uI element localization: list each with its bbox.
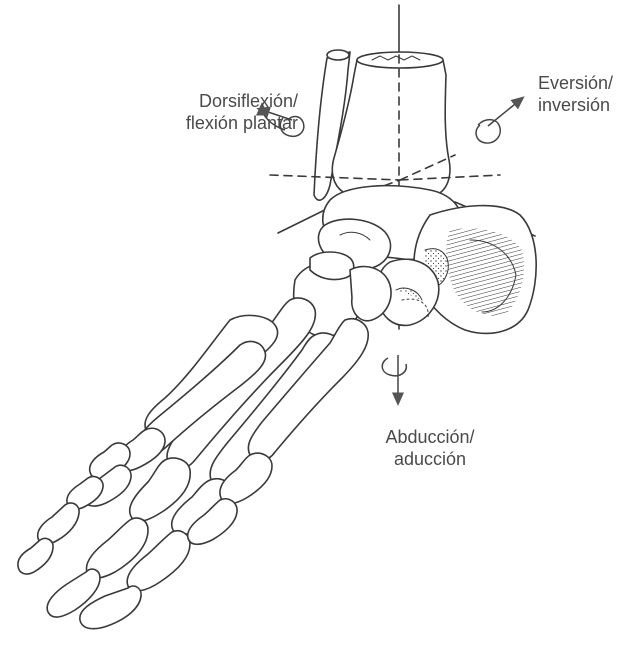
dorsiflexion-label: Dorsiflexión/ flexión plantar	[118, 90, 298, 134]
eversion-label-line1: Eversión/	[538, 72, 631, 94]
abduction-label-line2: aducción	[350, 448, 510, 470]
eversion-label-line2: inversión	[538, 94, 631, 116]
eversion-label: Eversión/ inversión	[538, 72, 631, 116]
abduction-label-line1: Abducción/	[350, 426, 510, 448]
cuneiform-intermediate	[310, 252, 354, 280]
dorsiflexion-label-line1: Dorsiflexión/	[118, 90, 298, 112]
abduction-label: Abducción/ aducción	[350, 426, 510, 470]
dorsiflexion-label-line2: flexión plantar	[118, 112, 298, 134]
eversion-arrow	[488, 100, 520, 126]
